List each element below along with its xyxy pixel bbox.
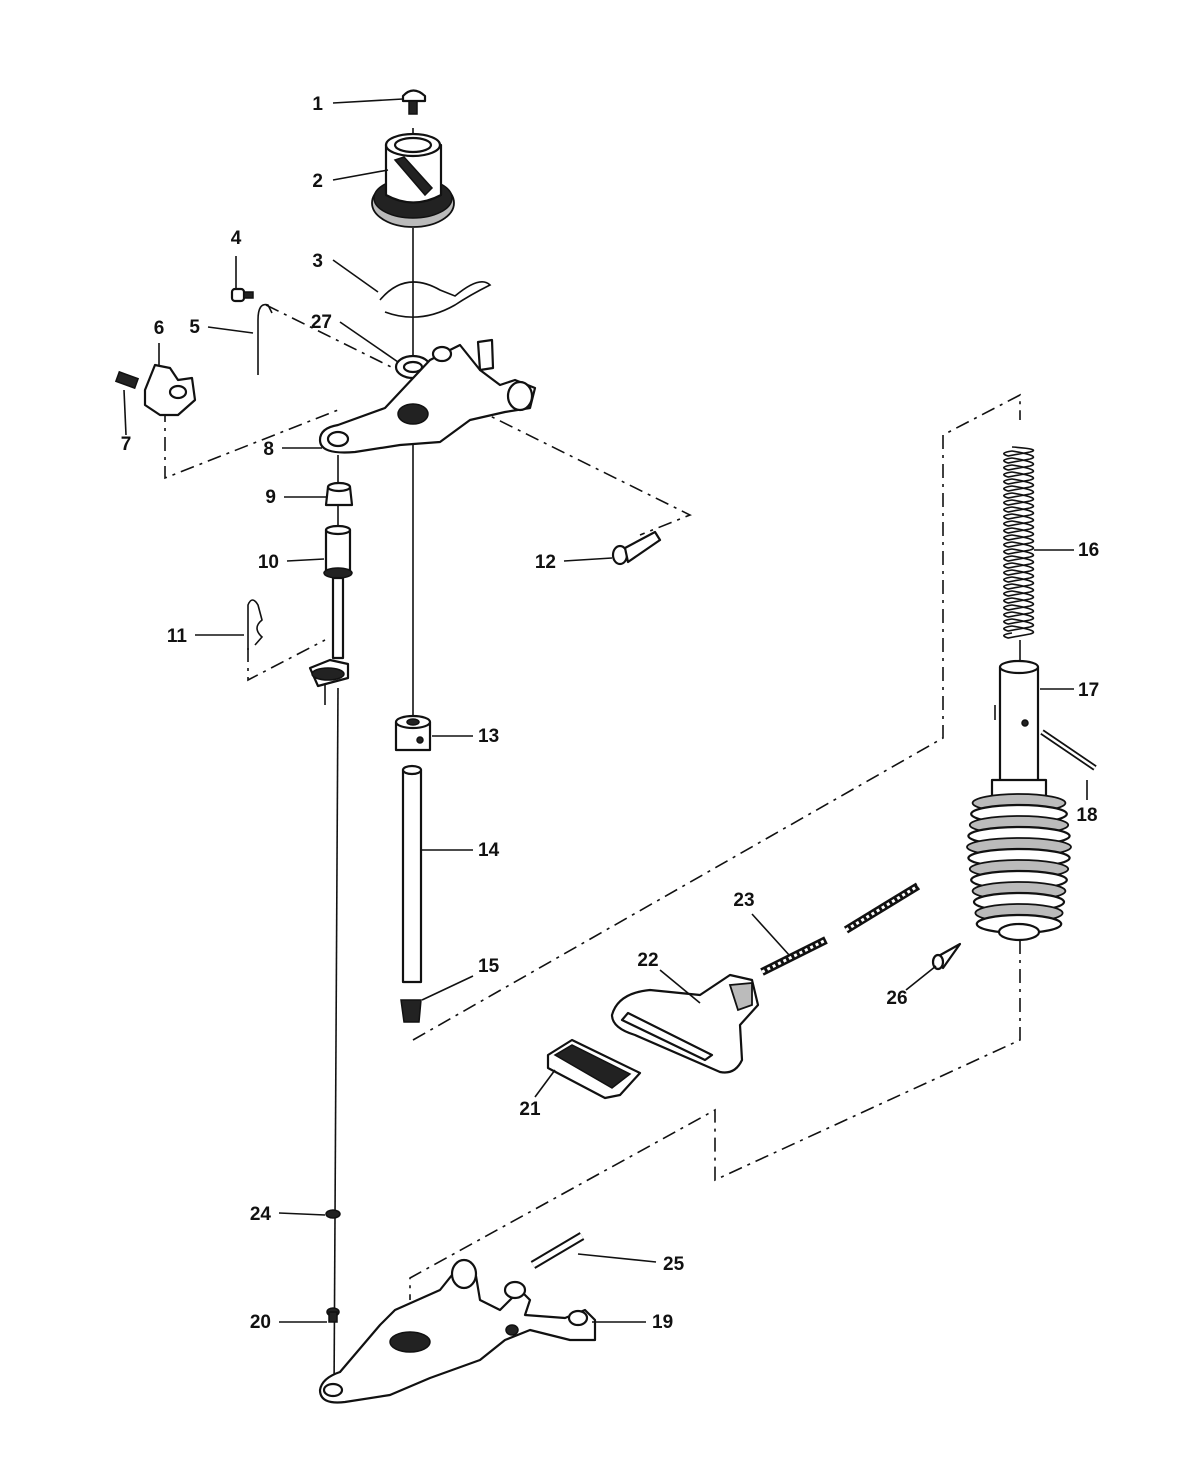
callout-label-26: 26 (886, 988, 907, 1009)
part-16-spring (1003, 446, 1035, 639)
callout-label-23: 23 (733, 890, 754, 911)
spring-coil (1003, 446, 1035, 639)
part-1-screw (401, 89, 427, 115)
callout-label-18: 18 (1076, 805, 1097, 826)
bellows-end (997, 922, 1041, 942)
callout-label-21: 21 (519, 1099, 541, 1120)
callout-leader-23 (751, 913, 791, 957)
callout-leader-21 (534, 1069, 556, 1098)
callout-leader-7 (123, 389, 127, 436)
callout-label-4: 4 (231, 228, 242, 249)
assembly-axes (324, 128, 1021, 1396)
callout-label-19: 19 (652, 1312, 673, 1333)
part-10-shaft (308, 524, 353, 688)
callout-label-24: 24 (250, 1204, 272, 1225)
callout-label-1: 1 (312, 94, 323, 115)
part-3-spring-clip (379, 281, 492, 318)
callout-label-11: 11 (167, 626, 188, 647)
callout-label-7: 7 (121, 434, 132, 455)
callout-leader-2 (332, 169, 389, 181)
callout-leader-27 (339, 321, 399, 363)
part-25-pin (530, 1232, 585, 1269)
callout-label-22: 22 (637, 950, 658, 971)
part-9-bushing (324, 481, 354, 507)
callout-leader-15 (421, 975, 474, 1001)
part-19-bottom-lever (318, 1258, 597, 1404)
callout-label-13: 13 (478, 726, 499, 747)
part-2-gear (371, 132, 455, 228)
part-13-collar (394, 714, 432, 752)
callout-leader-24 (278, 1212, 326, 1216)
part-12-screw (611, 530, 662, 566)
part-11-hairpin-clip (247, 599, 264, 650)
callout-leader-25 (577, 1253, 657, 1263)
part-18-pin (1040, 729, 1097, 771)
callout-leader-26 (905, 965, 937, 991)
callout-leader-1 (332, 98, 404, 104)
part-26-plug (931, 942, 962, 971)
callout-label-16: 16 (1078, 540, 1099, 561)
callout-label-2: 2 (312, 171, 323, 192)
callout-label-15: 15 (478, 956, 500, 977)
part-7-set-screw (114, 370, 140, 390)
part-17-bellows (966, 793, 1072, 942)
callout-label-3: 3 (312, 251, 323, 272)
callout-label-25: 25 (663, 1254, 685, 1275)
routing-lines (164, 304, 1021, 1300)
callout-label-8: 8 (263, 439, 274, 460)
callout-label-6: 6 (154, 318, 165, 339)
callout-label-10: 10 (258, 552, 279, 573)
callout-label-20: 20 (250, 1312, 271, 1333)
part-22-handle (610, 973, 760, 1074)
callout-leader-10 (286, 558, 325, 562)
callout-label-14: 14 (478, 840, 500, 861)
callout-label-9: 9 (265, 487, 276, 508)
part-20-fitting (326, 1307, 340, 1323)
part-14-rod (401, 764, 423, 984)
part-8-lever-arm (318, 338, 537, 454)
callout-label-27: 27 (311, 312, 332, 333)
callout-label-17: 17 (1078, 680, 1099, 701)
callout-label-5: 5 (189, 317, 200, 338)
callout-leader-22 (659, 969, 701, 1004)
callout-leader-3 (332, 259, 379, 293)
part-21-insert (546, 1038, 642, 1100)
part-15-cap (400, 999, 422, 1023)
part-4-screw (230, 287, 254, 303)
part-24-e-clip (325, 1209, 341, 1219)
part-6-clamp (143, 363, 197, 417)
callout-label-12: 12 (535, 552, 556, 573)
part-23-rope (760, 882, 921, 976)
callout-leader-12 (563, 557, 613, 562)
part-5-wire-link (257, 303, 273, 375)
callout-leader-5 (207, 326, 254, 334)
part-17-tube (990, 659, 1048, 802)
